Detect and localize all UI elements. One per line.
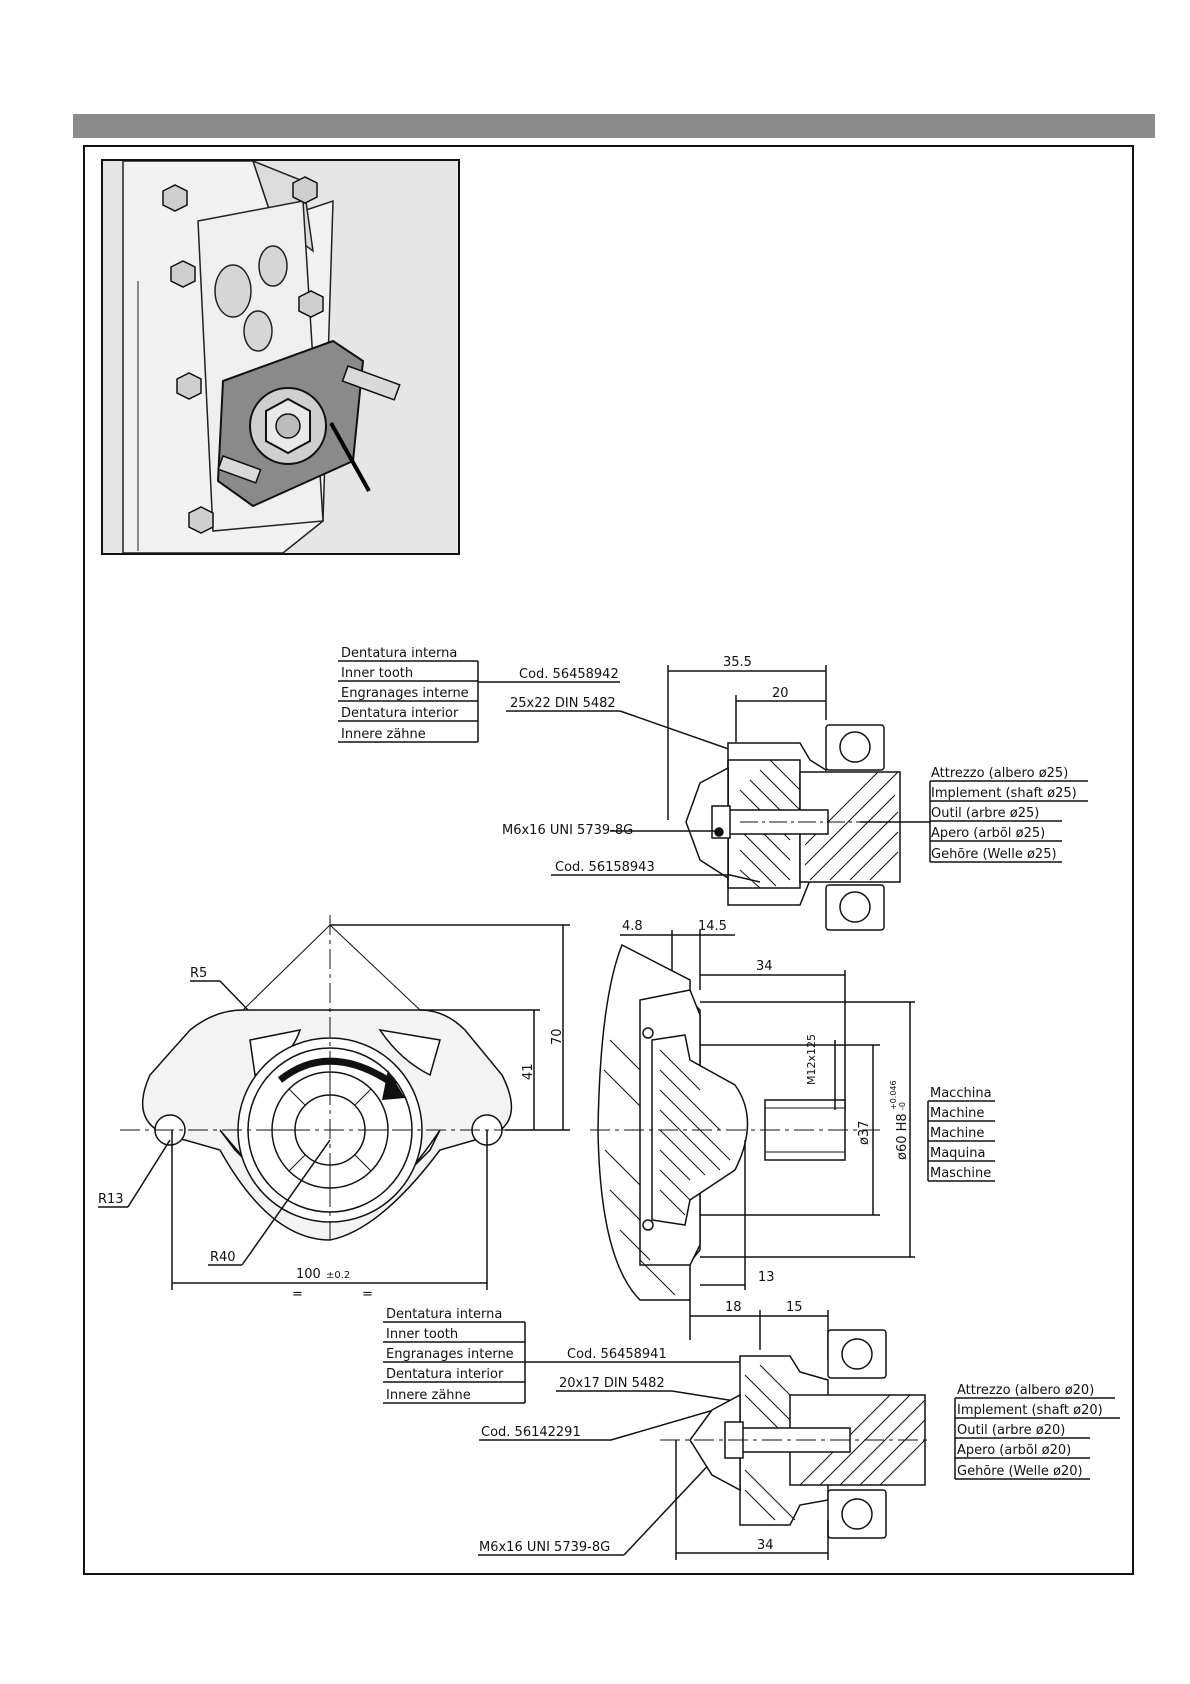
top-implement-0: Attrezzo (albero ø25) — [931, 766, 1068, 781]
top-label-2: Engranages interne — [341, 686, 469, 701]
bottom-implement-0: Attrezzo (albero ø20) — [957, 1383, 1094, 1398]
top-implement-4: Gehõre (Welle ø25) — [931, 847, 1057, 862]
top-code-small: Cod. 56158943 — [555, 860, 655, 875]
gearbox-illustration — [103, 161, 458, 553]
bottom-din: 20x17 DIN 5482 — [559, 1376, 665, 1391]
bottom-code-main: Cod. 56458941 — [567, 1347, 667, 1362]
radius-r40: R40 — [210, 1250, 236, 1265]
bottom-label-4: Innere zähne — [386, 1388, 471, 1403]
header-bar — [73, 114, 1155, 138]
tolerance-lower: -0 — [898, 1102, 907, 1110]
flange-side-section — [590, 930, 995, 1301]
diameter-37: ø37 — [857, 1121, 872, 1146]
top-coupling-section — [338, 660, 1088, 931]
top-label-0: Dentatura interna — [341, 646, 457, 661]
bottom-implement-4: Gehõre (Welle ø20) — [957, 1464, 1083, 1479]
gearbox-photo — [101, 159, 460, 555]
bottom-implement-2: Outil (arbre ø20) — [957, 1423, 1065, 1438]
dim-4-8: 4.8 — [622, 919, 643, 934]
bottom-label-0: Dentatura interna — [386, 1307, 502, 1322]
equal-mark-right: = — [362, 1287, 373, 1302]
dim-34-side: 34 — [756, 959, 773, 974]
machine-label-0: Macchina — [930, 1086, 992, 1101]
machine-label-1: Machine — [930, 1106, 984, 1121]
radius-r13: R13 — [98, 1192, 124, 1207]
flange-labels: R5 R13 R40 70 41 100 ±0.2 = = — [98, 966, 565, 1302]
dim-35-5: 35.5 — [723, 655, 752, 670]
bottom-label-1: Inner tooth — [386, 1327, 458, 1342]
dim-70: 70 — [550, 1028, 565, 1045]
dim-15: 15 — [786, 1300, 803, 1315]
top-din: 25x22 DIN 5482 — [510, 696, 616, 711]
flange-front-view — [98, 915, 570, 1290]
bottom-labels: 18 15 Dentatura interna Inner tooth Engr… — [386, 1300, 1103, 1555]
top-label-1: Inner tooth — [341, 666, 413, 681]
dim-13: 13 — [758, 1270, 775, 1285]
radius-r5: R5 — [190, 966, 207, 981]
thread-m12: M12x125 — [805, 1034, 818, 1085]
top-label-4: Innere zähne — [341, 727, 426, 742]
diameter-60: ø60 H8 — [895, 1113, 910, 1160]
bottom-implement-1: Implement (shaft ø20) — [957, 1403, 1103, 1418]
bottom-label-2: Engranages interne — [386, 1347, 514, 1362]
bottom-label-3: Dentatura interior — [386, 1367, 504, 1382]
dim-34-bottom: 34 — [757, 1538, 774, 1553]
dim-14-5: 14.5 — [698, 919, 727, 934]
bottom-implement-3: Apero (arbõl ø20) — [957, 1443, 1071, 1458]
bottom-coupling-section — [383, 1300, 1120, 1560]
top-implement-2: Outil (arbre ø25) — [931, 806, 1039, 821]
machine-label-4: Maschine — [930, 1166, 991, 1181]
machine-label-3: Maquina — [930, 1146, 986, 1161]
dim-100: 100 — [296, 1267, 321, 1282]
dim-41: 41 — [521, 1063, 536, 1080]
side-labels: 4.8 14.5 34 M12x125 ø37 ø60 H8 +0.046 -0… — [622, 919, 992, 1285]
equal-mark-left: = — [292, 1287, 303, 1302]
tolerance-upper: +0.046 — [889, 1080, 898, 1110]
bottom-code-small: Cod. 56142291 — [481, 1425, 581, 1440]
dim-20: 20 — [772, 686, 789, 701]
top-implement-3: Apero (arbõl ø25) — [931, 826, 1045, 841]
machine-label-2: Machine — [930, 1126, 984, 1141]
dim-100-tolerance: ±0.2 — [326, 1270, 350, 1281]
top-code-main: Cod. 56458942 — [519, 667, 619, 682]
bottom-screw: M6x16 UNI 5739-8G — [479, 1540, 610, 1555]
top-label-3: Dentatura interior — [341, 706, 459, 721]
top-screw: M6x16 UNI 5739-8G — [502, 823, 633, 838]
dim-18: 18 — [725, 1300, 742, 1315]
top-labels: Dentatura interna Inner tooth Engranages… — [341, 646, 1077, 875]
top-implement-1: Implement (shaft ø25) — [931, 786, 1077, 801]
